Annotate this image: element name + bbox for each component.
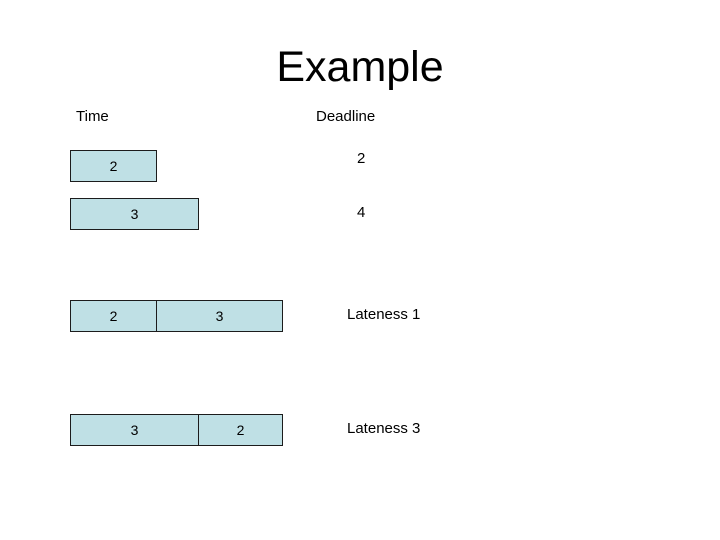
page-title: Example — [276, 43, 444, 91]
bar-segment: 3 — [70, 414, 199, 446]
bar-segment: 2 — [70, 150, 157, 182]
schedule-row: 3 2 — [70, 414, 283, 446]
bar-segment: 3 — [70, 198, 199, 230]
bar-segment: 2 — [70, 300, 157, 332]
schedule-row: 2 3 — [70, 300, 283, 332]
schedule-row: 3 — [70, 198, 199, 230]
bar-segment: 2 — [198, 414, 283, 446]
lateness-label: Lateness 3 — [347, 420, 421, 437]
deadline-value: 2 — [357, 150, 366, 167]
bar-segment: 3 — [156, 300, 283, 332]
column-header-time: Time — [76, 108, 109, 125]
deadline-value: 4 — [357, 204, 366, 221]
column-header-deadline: Deadline — [316, 108, 376, 125]
lateness-label: Lateness 1 — [347, 306, 421, 323]
schedule-row: 2 — [70, 150, 157, 182]
